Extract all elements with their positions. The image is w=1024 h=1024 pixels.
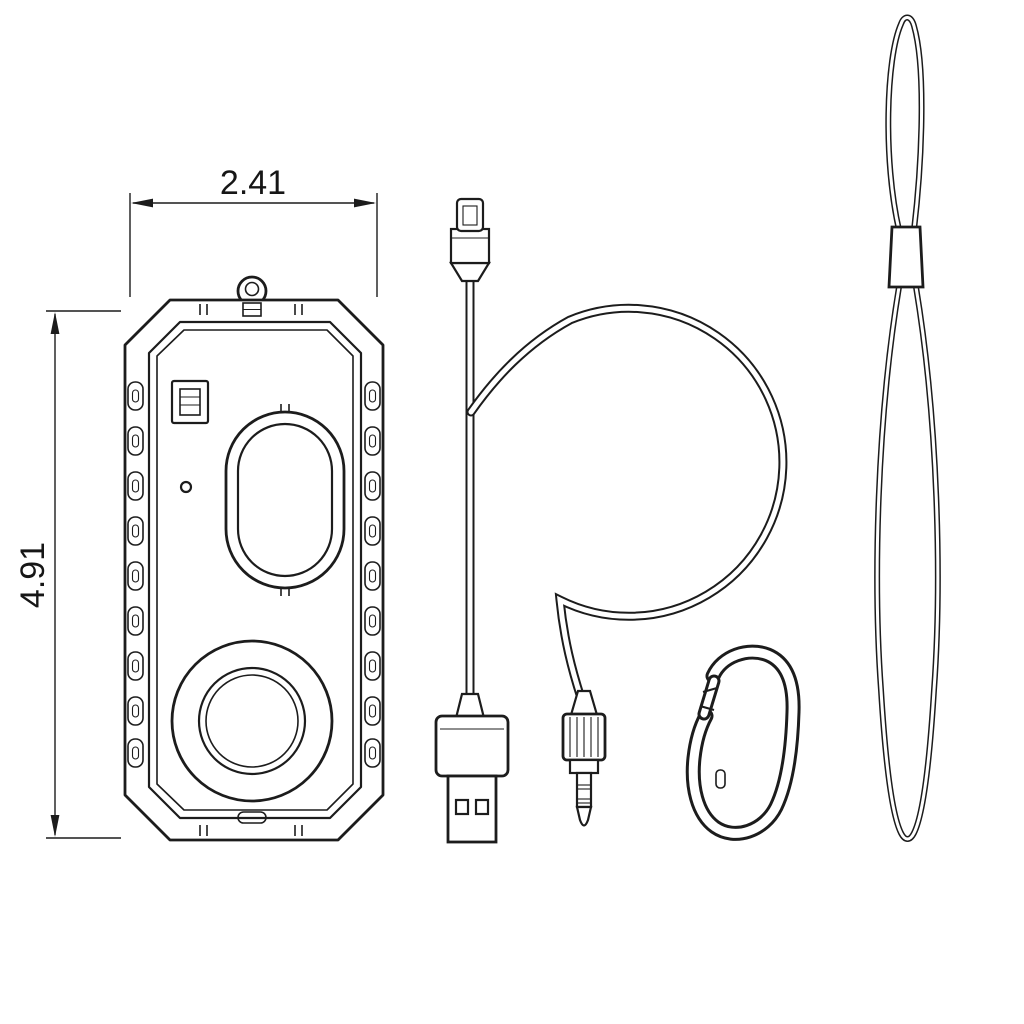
arrowhead-bottom [50,815,60,837]
carabiner-gate [700,681,717,714]
arrowhead-right [354,198,376,208]
carabiner-rivet [715,769,726,789]
arrowhead-top [50,312,60,334]
led-indicator [179,480,193,494]
arrowhead-left [131,198,153,208]
button-oval [224,404,346,596]
lanyard-ferrule [887,225,925,289]
height-dimension-label: 4.91 [14,542,52,608]
speaker-case-front-view [123,275,385,842]
cable-coil [471,308,783,698]
aux-jack [561,689,607,827]
case-outer-outline [123,298,385,842]
case-frame-inner [156,329,354,811]
case-frame-outer [147,320,363,820]
width-dimension-label: 2.41 [220,164,286,202]
lanyard-main-loop [877,287,938,839]
usb-a-connector [434,692,510,844]
micro-usb-connector [449,197,491,283]
lanyard-top-loop [888,17,921,230]
usb-aux-cable [434,197,783,844]
bottom-slot [237,811,267,824]
latch-detail [170,379,210,425]
width-dimension: 2.41 [129,164,378,297]
carabiner-clip [693,652,793,833]
height-dimension: 4.91 [14,310,121,839]
speaker-grille [170,639,334,803]
wrist-lanyard [877,17,938,839]
